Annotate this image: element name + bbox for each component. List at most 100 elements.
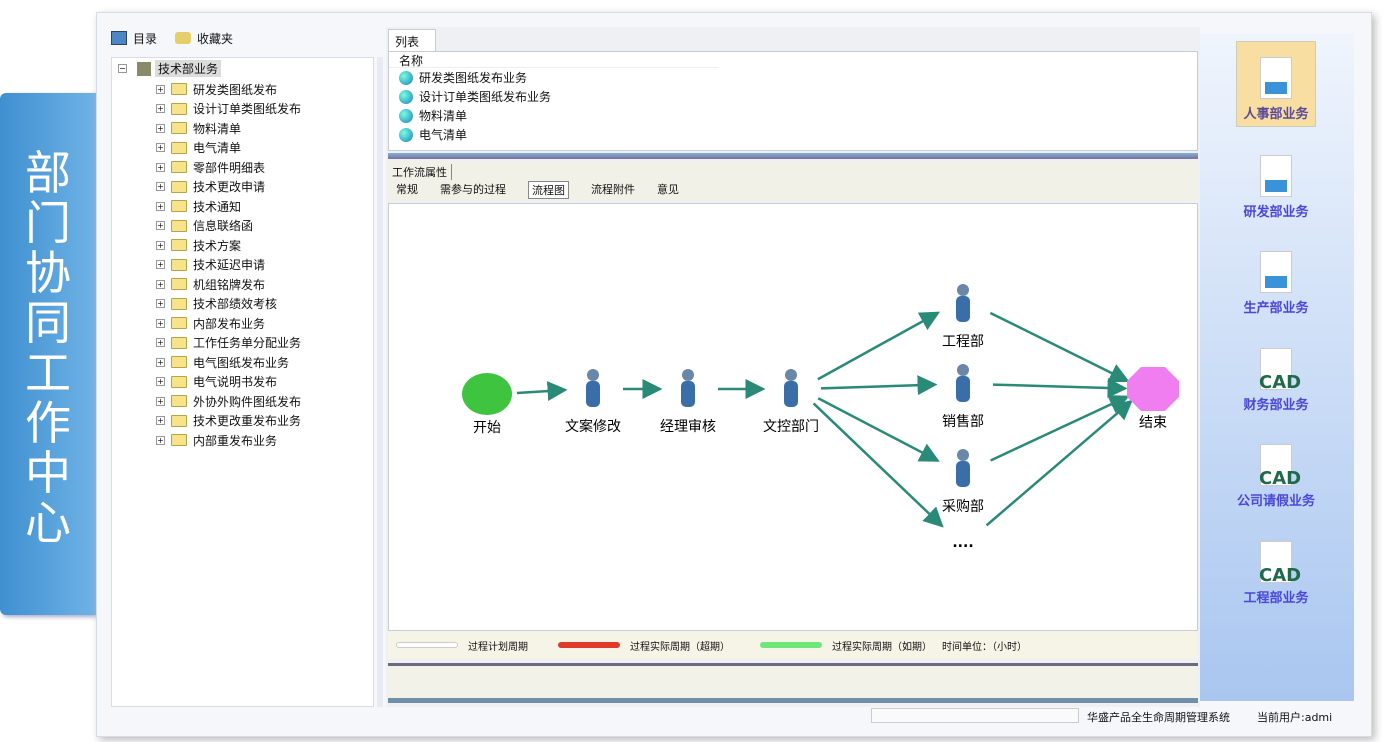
folder-icon [171,414,187,427]
expand-icon[interactable]: + [156,84,165,94]
list-item[interactable]: 物料清单 [389,106,1197,125]
tab-directory[interactable]: 目录 [111,27,157,49]
tree-item[interactable]: +电气说明书发布 [156,373,277,391]
tree-item[interactable]: +技术部绩效考核 [156,295,277,313]
tree-item[interactable]: +机组铭牌发布 [156,275,265,293]
expand-icon[interactable]: + [156,299,165,308]
department-item[interactable]: 生产部业务 [1236,234,1316,320]
expand-icon[interactable]: + [156,318,165,328]
expand-icon[interactable]: + [156,201,165,211]
tree-item[interactable]: +工作任务单分配业务 [156,334,301,352]
legend-overdue: 过程实际周期（超期） [630,641,730,653]
tree-item[interactable]: +物料清单 [156,119,241,137]
flow-node-label: 经理审核 [660,419,716,435]
tree-item[interactable]: +电气图纸发布业务 [156,353,289,371]
tab-list[interactable]: 列表 [388,29,436,51]
banner-title: 部门协同工作中心 [25,146,71,550]
cad-label: CAD [1259,468,1302,489]
tab-favorites[interactable]: 收藏夹 [175,27,233,49]
tree-root[interactable]: −技术部业务 [118,60,222,77]
list-item[interactable]: 电气清单 [389,125,1197,144]
business-icon [399,127,413,142]
tree-item-label: 技术通知 [193,199,242,214]
tree-item[interactable]: +信息联络函 [156,217,253,235]
tree-item[interactable]: +电气清单 [156,139,241,157]
tree-item[interactable]: +内部重发布业务 [156,431,277,449]
flow-node-d1[interactable]: 工程部 [942,284,984,350]
list-item-label: 物料清单 [419,109,468,123]
folder-icon [171,278,187,290]
tree-item-label: 内部发布业务 [193,316,266,331]
directory-icon [111,31,127,45]
subtab[interactable]: 意见 [657,183,679,196]
expand-icon[interactable]: + [156,182,165,191]
expand-icon[interactable]: + [156,416,165,425]
tab-workflow-properties[interactable]: 工作流属性 [392,164,452,180]
flow-node-d4[interactable]: .... [952,535,973,551]
tree-item-label: 技术更改重发布业务 [193,414,302,428]
subtab[interactable]: 流程附件 [591,183,635,196]
expand-icon[interactable]: + [156,396,165,406]
tree-item[interactable]: +设计订单类图纸发布 [156,100,301,118]
expand-icon[interactable]: + [156,221,165,230]
folder-icon [171,434,187,446]
flow-node-n2[interactable]: 经理审核 [660,369,716,435]
department-item[interactable]: 研发部业务 [1236,138,1316,224]
flow-arrow [992,377,1128,398]
flow-node-n3[interactable]: 文控部门 [763,369,819,435]
flow-node-label: 采购部 [942,499,984,515]
flow-node-start[interactable]: 开始 [462,373,512,436]
flow-arrow [985,399,1133,527]
legend-swatch-planned [396,642,458,648]
expand-icon[interactable]: + [156,357,165,367]
expand-icon[interactable]: + [156,435,165,445]
department-icon [137,61,151,76]
tree-item[interactable]: + 技术更改重发布业务 [156,412,301,430]
expand-icon[interactable]: + [156,123,165,133]
subtab[interactable]: 常规 [396,183,418,196]
splitter[interactable] [377,57,383,707]
expand-icon[interactable]: + [156,377,165,386]
folder-icon [171,161,187,173]
expand-icon[interactable]: + [156,104,165,113]
flow-arrow [817,311,941,381]
expand-icon[interactable]: + [156,162,165,172]
tree-item[interactable]: +技术更改申请 [156,178,265,196]
tree-item[interactable]: +零部件明细表 [156,158,265,176]
list-item[interactable]: 研发类图纸发布业务 [389,68,1197,87]
flow-arrow [820,375,938,396]
expand-icon[interactable]: + [156,260,165,269]
expand-icon[interactable]: + [156,143,165,152]
splitter-horizontal[interactable] [388,153,1198,159]
department-item[interactable]: 人事部业务 [1236,41,1316,127]
tree-item[interactable]: +研发类图纸发布 [156,80,277,98]
legend-unit: 时间单位：（小时） [942,641,1027,653]
subtab[interactable]: 需参与的过程 [440,183,506,196]
tree-item[interactable]: + 技术延迟申请 [156,256,265,274]
person-icon [681,369,695,407]
subtab[interactable]: 流程图 [528,181,569,199]
tab-label: 目录 [133,31,158,46]
flow-node-d2[interactable]: 销售部 [942,364,984,430]
tree-item[interactable]: + 技术通知 [156,197,241,215]
flow-node-end[interactable]: 结束 [1127,367,1179,431]
tree-item[interactable]: +外协外购件图纸发布 [156,392,301,410]
flow-node-n1[interactable]: 文案修改 [565,369,621,435]
list-item[interactable]: 设计订单类图纸发布业务 [389,87,1197,106]
tree-item[interactable]: + 内部发布业务 [156,314,265,332]
status-field [871,708,1079,723]
expand-icon[interactable]: + [156,240,165,250]
collapse-icon[interactable]: − [118,64,127,73]
column-header-name[interactable]: 名称 [389,52,719,68]
flow-node-label: 工程部 [942,334,984,350]
tree-item-label: 技术延迟申请 [193,258,266,272]
legend-swatch-ontime [760,642,822,648]
tree-item[interactable]: +技术方案 [156,236,241,254]
flow-node-d3[interactable]: 采购部 [942,449,984,515]
expand-icon[interactable]: + [156,338,165,347]
lower-panel [388,663,1198,703]
expand-icon[interactable]: + [156,279,165,289]
